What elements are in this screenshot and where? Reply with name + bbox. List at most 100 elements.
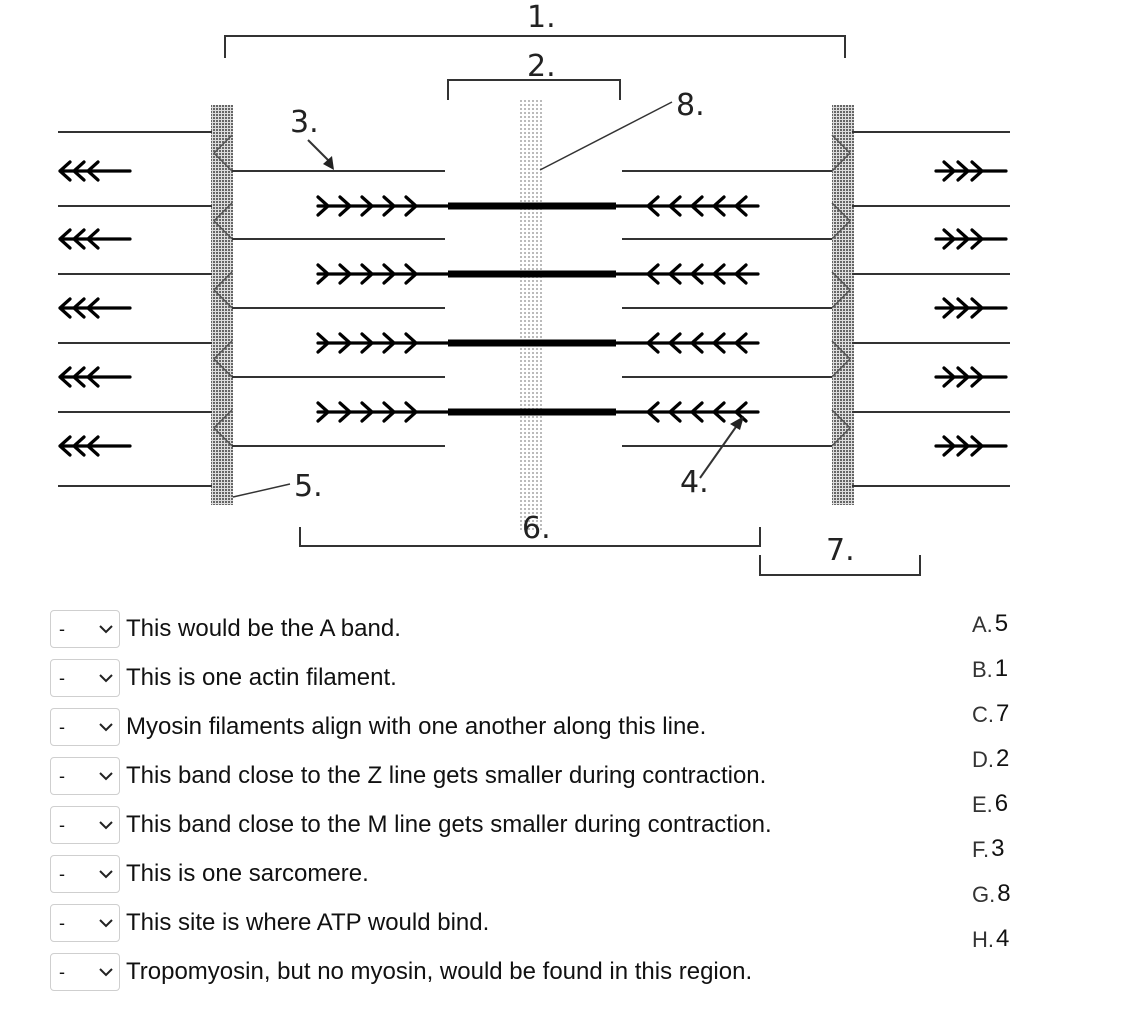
label-8: 8. xyxy=(676,88,705,123)
bracket-2 xyxy=(447,79,621,100)
myosin-heads xyxy=(614,263,760,285)
side-chevrons xyxy=(934,228,1008,250)
question-text: This band close to the M line gets small… xyxy=(126,811,772,838)
myosin-heads xyxy=(614,401,760,423)
option-item: C. 7 xyxy=(972,700,1009,728)
option-letter: A. xyxy=(972,612,993,637)
answer-dropdown[interactable]: - xyxy=(50,904,120,942)
arrowhead-3 xyxy=(323,156,334,170)
option-value: 1 xyxy=(994,655,1009,682)
dropdown-value: - xyxy=(59,815,65,835)
label-1: 1. xyxy=(527,0,556,35)
label-6: 6. xyxy=(522,511,551,546)
answer-dropdown[interactable]: - xyxy=(50,659,120,697)
label-7: 7. xyxy=(826,533,855,568)
question-row: - This site is where ATP would bind. xyxy=(50,903,489,943)
side-chevrons xyxy=(58,297,132,319)
dropdown-value: - xyxy=(59,717,65,737)
chevron-down-icon xyxy=(99,967,113,977)
leader-4 xyxy=(699,423,739,479)
arrowhead-4 xyxy=(730,416,744,430)
chevron-down-icon xyxy=(99,771,113,781)
option-item: G. 8 xyxy=(972,880,1011,908)
dropdown-value: - xyxy=(59,864,65,884)
chevron-down-icon xyxy=(99,869,113,879)
label-4: 4. xyxy=(680,465,709,500)
option-letter: E. xyxy=(972,792,993,817)
myosin-heads xyxy=(614,332,760,354)
side-chevrons xyxy=(58,228,132,250)
side-chevrons xyxy=(934,160,1008,182)
option-item: A. 5 xyxy=(972,610,1008,638)
answer-dropdown[interactable]: - xyxy=(50,855,120,893)
z-line-left xyxy=(211,105,233,505)
dropdown-value: - xyxy=(59,619,65,639)
myosin-heads xyxy=(316,332,450,354)
option-value: 3 xyxy=(991,835,1005,862)
side-chevrons xyxy=(58,435,132,457)
dropdown-value: - xyxy=(59,962,65,982)
dropdown-value: - xyxy=(59,766,65,786)
option-letter: B. xyxy=(972,657,993,682)
question-row: - This would be the A band. xyxy=(50,609,401,649)
dropdown-value: - xyxy=(59,913,65,933)
option-value: 6 xyxy=(994,790,1009,817)
z-line-zigzag xyxy=(213,134,233,447)
question-row: - Tropomyosin, but no myosin, would be f… xyxy=(50,952,752,992)
z-line-right xyxy=(832,105,854,505)
answer-dropdown[interactable]: - xyxy=(50,708,120,746)
option-letter: G. xyxy=(972,882,996,907)
m-line xyxy=(520,100,542,530)
answer-dropdown[interactable]: - xyxy=(50,610,120,648)
question-text: This would be the A band. xyxy=(126,615,401,642)
option-value: 4 xyxy=(996,925,1010,952)
answer-dropdown[interactable]: - xyxy=(50,757,120,795)
leader-3 xyxy=(307,139,331,163)
myosin-heads xyxy=(316,195,450,217)
question-text: This is one actin filament. xyxy=(126,664,397,691)
side-chevrons xyxy=(934,366,1008,388)
side-chevrons xyxy=(934,435,1008,457)
question-text: Myosin filaments align with one another … xyxy=(126,713,707,740)
myosin-heads xyxy=(316,263,450,285)
label-3: 3. xyxy=(290,105,319,140)
answer-dropdown[interactable]: - xyxy=(50,953,120,991)
option-value: 2 xyxy=(996,745,1010,772)
option-item: H. 4 xyxy=(972,925,1009,953)
option-letter: H. xyxy=(972,927,994,952)
question-row: - Myosin filaments align with one anothe… xyxy=(50,707,706,747)
chevron-down-icon xyxy=(99,673,113,683)
chevron-down-icon xyxy=(99,918,113,928)
question-row: - This band close to the Z line gets sma… xyxy=(50,756,766,796)
chevron-down-icon xyxy=(99,722,113,732)
question-text: Tropomyosin, but no myosin, would be fou… xyxy=(126,958,753,985)
question-row: - This is one sarcomere. xyxy=(50,854,369,894)
chevron-down-icon xyxy=(99,820,113,830)
option-value: 8 xyxy=(997,880,1011,907)
option-item: F. 3 xyxy=(972,835,1004,863)
option-letter: C. xyxy=(972,702,994,727)
option-letter: D. xyxy=(972,747,994,772)
option-item: D. 2 xyxy=(972,745,1009,773)
label-5: 5. xyxy=(294,469,323,504)
option-item: E. 6 xyxy=(972,790,1008,818)
chevron-down-icon xyxy=(99,624,113,634)
option-letter: F. xyxy=(972,837,990,862)
option-value: 5 xyxy=(994,610,1009,637)
dropdown-value: - xyxy=(59,668,65,688)
option-value: 7 xyxy=(996,700,1010,727)
leader-8 xyxy=(539,101,673,171)
question-text: This band close to the Z line gets small… xyxy=(126,762,767,789)
bracket-6 xyxy=(299,527,761,547)
answer-dropdown[interactable]: - xyxy=(50,806,120,844)
bracket-7 xyxy=(759,555,921,576)
question-row: - This is one actin filament. xyxy=(50,658,397,698)
side-chevrons xyxy=(58,160,132,182)
leader-5 xyxy=(232,483,291,498)
label-2: 2. xyxy=(527,49,556,84)
option-item: B. 1 xyxy=(972,655,1008,683)
myosin-heads xyxy=(614,195,760,217)
sarcomere-diagram: 1. 2. 3. 8. 5. 4. 6. 7. xyxy=(58,0,1010,576)
side-chevrons xyxy=(58,366,132,388)
question-text: This site is where ATP would bind. xyxy=(126,909,490,936)
